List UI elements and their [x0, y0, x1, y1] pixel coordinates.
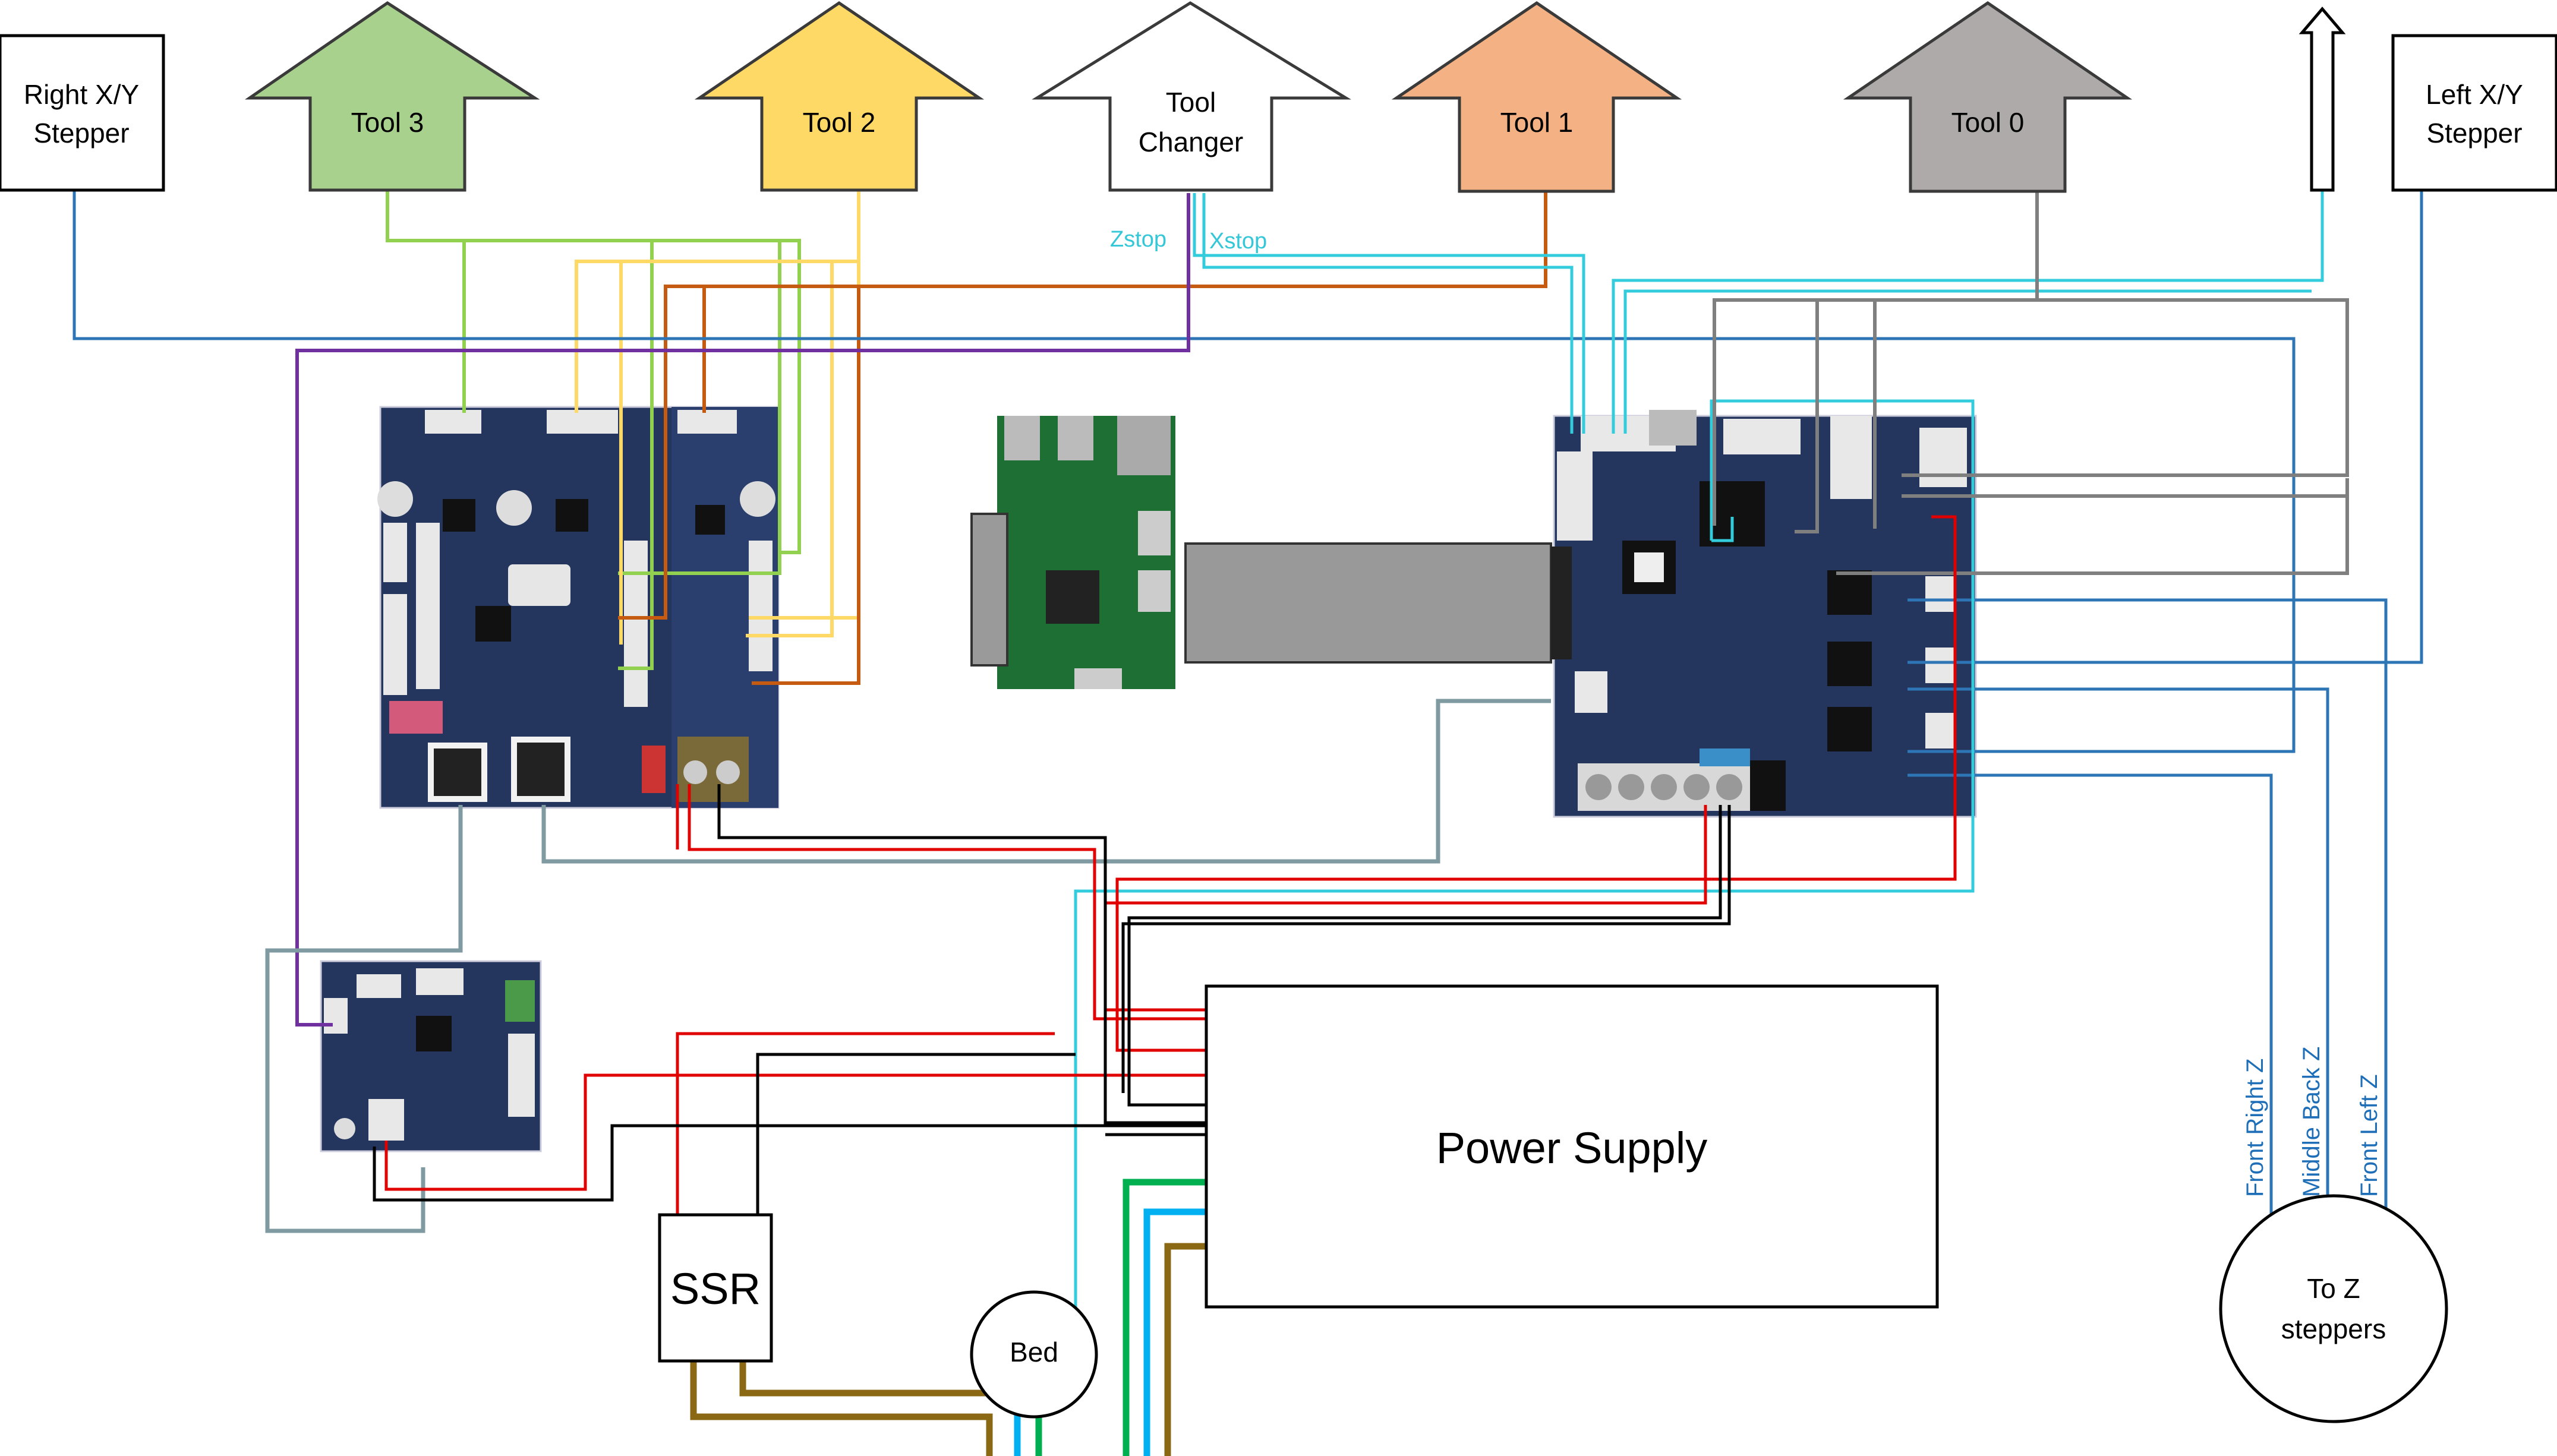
zstop-label: Zstop: [1110, 227, 1166, 252]
z-steppers-line2: steppers: [2281, 1313, 2386, 1344]
bed-label: Bed: [1010, 1337, 1058, 1367]
tool-changer-line1: Tool: [1166, 87, 1216, 118]
ssr-label: SSR: [670, 1264, 761, 1313]
raspberry-pi: [970, 416, 1175, 689]
tool3-arrow: [244, 1, 540, 192]
wire-slate: [265, 699, 1551, 1233]
main-board: [1551, 410, 1977, 818]
power-supply-box: [1205, 984, 1939, 1309]
wire-purple: [295, 193, 1190, 1027]
middle-back-z-label: Middle Back Z: [2299, 1047, 2325, 1197]
z-steppers-circle: [2219, 1194, 2448, 1423]
left-xy-stepper-line2: Stepper: [2426, 118, 2522, 149]
tool1-label: Tool 1: [1500, 107, 1574, 138]
tool-changer-arrow: [1032, 1, 1351, 192]
power-supply-label: Power Supply: [1436, 1123, 1708, 1173]
wire-black: [373, 784, 1731, 1215]
front-right-z-label: Front Right Z: [2242, 1059, 2268, 1197]
wire-brown: [690, 1243, 1206, 1456]
tool3-label: Tool 3: [351, 107, 424, 138]
xstop-label: Xstop: [1209, 229, 1267, 254]
up-arrow-small: [2299, 7, 2346, 192]
wire-green-mains: [1123, 1179, 1206, 1456]
tool0-label: Tool 0: [1951, 107, 2025, 138]
tool0-arrow: [1843, 1, 2133, 193]
right-xy-stepper-line1: Right X/Y: [24, 79, 139, 110]
left-xy-stepper-box: [2391, 34, 2557, 192]
wire-blue: [72, 190, 2423, 1258]
tool2-label: Tool 2: [803, 107, 876, 138]
wire-gray: [1713, 191, 2349, 575]
wire-blue-mains: [1143, 1208, 1206, 1456]
z-steppers-line1: To Z: [2307, 1273, 2360, 1304]
bed-circle: [970, 1290, 1098, 1419]
tool-changer-line2: Changer: [1139, 127, 1243, 157]
tool-board: [320, 960, 542, 1152]
tool2-arrow: [694, 1, 985, 192]
left-xy-stepper-line1: Left X/Y: [2426, 79, 2523, 110]
ribbon-cable: [1184, 542, 1552, 664]
expansion-board: [377, 406, 780, 809]
right-xy-stepper-box: [0, 34, 165, 192]
right-xy-stepper-line2: Stepper: [33, 118, 129, 149]
ssr-box: [658, 1213, 773, 1363]
tool1-arrow: [1391, 1, 1682, 193]
front-left-z-label: Front Left Z: [2356, 1074, 2382, 1197]
